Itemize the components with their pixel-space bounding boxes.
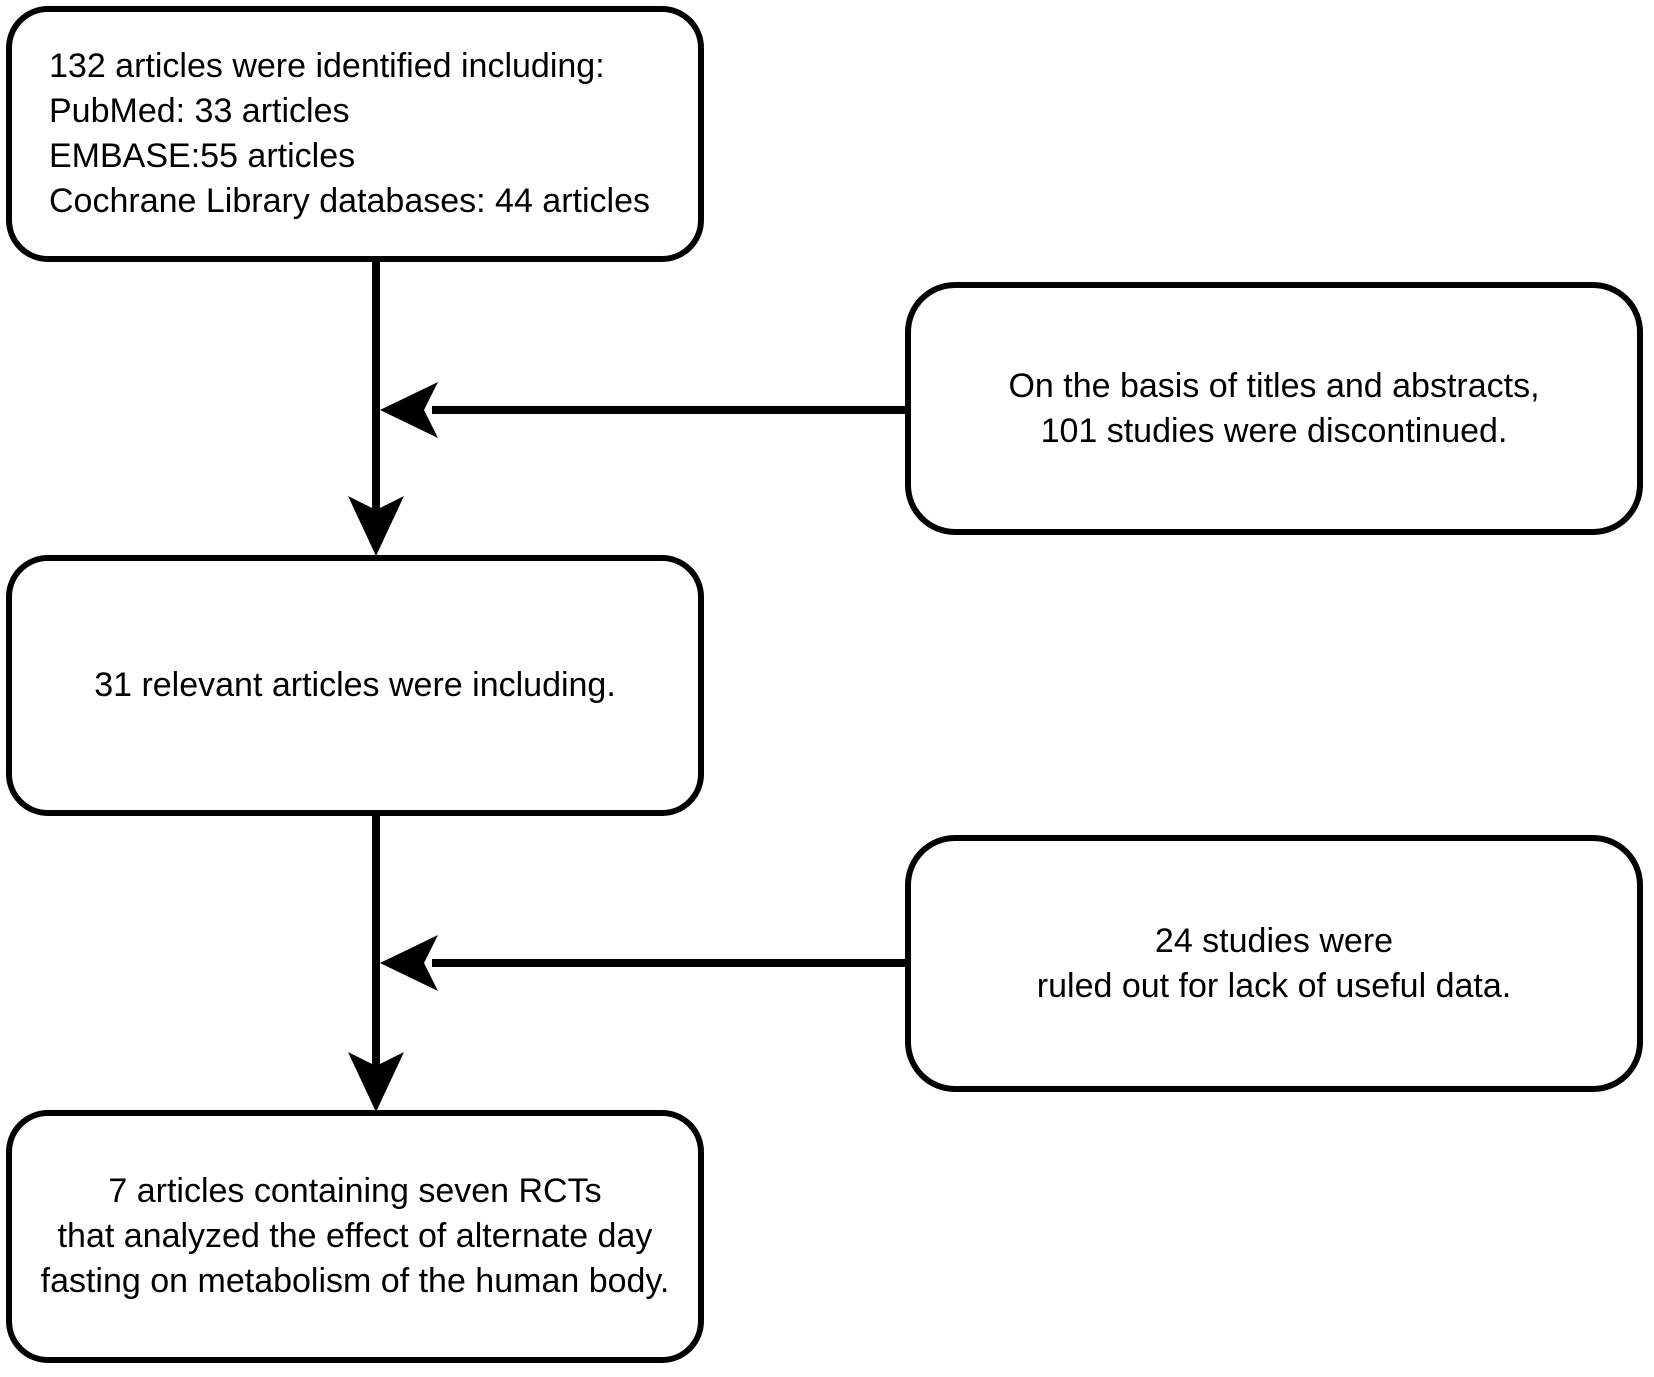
box-text-line: 24 studies were	[1154, 921, 1394, 960]
box-text-line: 101 studies were discontinued.	[1040, 411, 1508, 450]
arrowhead-left-icon	[380, 935, 438, 991]
box-text-line: PubMed: 33 articles	[49, 92, 350, 130]
box-studies-ruled-out: 24 studies were ruled out for lack of us…	[905, 835, 1643, 1092]
box-studies-discontinued: On the basis of titles and abstracts, 10…	[905, 282, 1643, 535]
box-text-line: fasting on metabolism of the human body.	[40, 1262, 670, 1300]
box-text-line: 7 articles containing seven RCTs	[108, 1172, 602, 1210]
box-text-line: 31 relevant articles were including.	[94, 666, 616, 704]
box-text-line: ruled out for lack of useful data.	[1036, 966, 1512, 1005]
box-text-line: 132 articles were identified including:	[49, 47, 605, 85]
box-text-line: that analyzed the effect of alternate da…	[57, 1217, 653, 1255]
box-text-line: EMBASE:55 articles	[49, 137, 356, 175]
box-relevant-articles: 31 relevant articles were including.	[6, 555, 704, 816]
arrowhead-left-icon	[380, 382, 438, 438]
box-text-line: Cochrane Library databases: 44 articles	[49, 182, 650, 220]
box-text-line: On the basis of titles and abstracts,	[1008, 366, 1540, 405]
box-articles-included: 7 articles containing seven RCTs that an…	[6, 1110, 704, 1363]
arrowhead-down-icon	[348, 496, 404, 556]
arrowhead-down-icon	[348, 1052, 404, 1112]
box-articles-identified: 132 articles were identified including: …	[6, 6, 704, 262]
